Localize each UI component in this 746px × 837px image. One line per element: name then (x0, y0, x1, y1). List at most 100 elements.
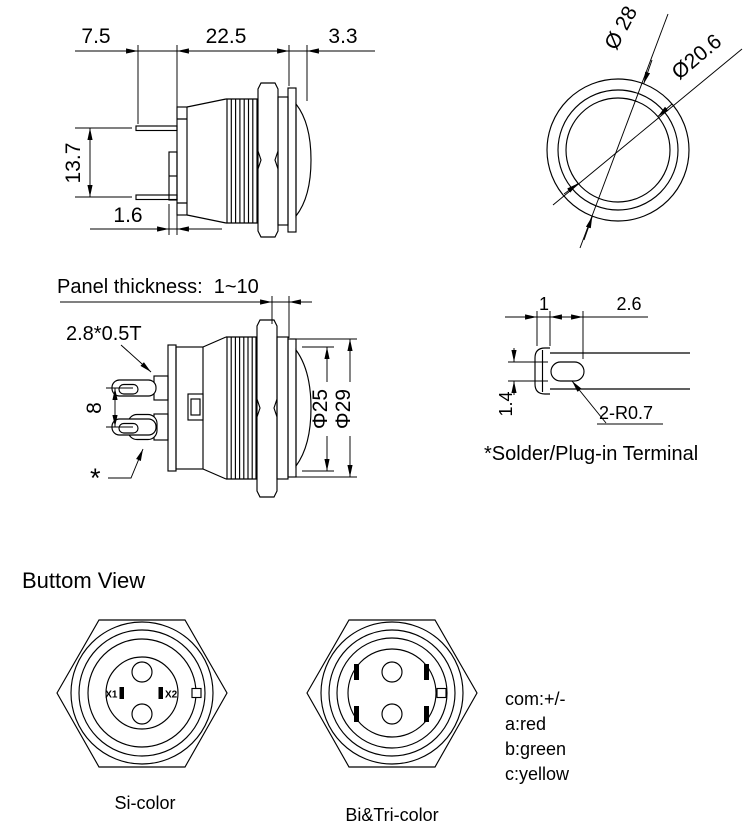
bi-key-notch (436, 687, 447, 699)
latch-outer (187, 393, 204, 421)
si-pin-top (131, 661, 153, 683)
dim-pin-spacing: 13.7 (62, 143, 85, 184)
terminal-blade-lines (550, 352, 690, 390)
dim-radius: 2-R0.7 (599, 403, 653, 423)
si-circle-4 (105, 656, 179, 730)
hex-nut-profile (257, 82, 279, 238)
dia-20-6-arrow-top (657, 103, 673, 117)
dim-lens-protrusion: 3.3 (328, 25, 357, 48)
solder-pin-top (135, 125, 178, 132)
bi-pin-bottom (381, 703, 403, 725)
extension-lines-top (137, 45, 308, 235)
bi-bar-bl (354, 706, 359, 722)
washer-2 (276, 336, 289, 480)
terminal-dim-top (505, 311, 648, 359)
flange-bezel-2 (287, 338, 297, 478)
si-color-view: X1 X2 Si-color (56, 619, 228, 813)
legend-com: com:+/- (505, 689, 566, 709)
bi-circle-1 (320, 621, 464, 765)
dim-step: 1.6 (113, 204, 142, 227)
dim-outer-diameter: Ø 28 (600, 2, 642, 53)
asterisk-mark: * (90, 463, 101, 493)
dim-terminal-size: 2.8*0.5T (66, 323, 142, 345)
terminal-caption: *Solder/Plug-in Terminal (484, 443, 698, 465)
pin-label-x1: X1 (105, 690, 118, 701)
dim-slot: 2.6 (616, 294, 641, 314)
dim-height: 1.4 (496, 391, 516, 416)
dim-flange-dia: Φ29 (332, 389, 355, 429)
terminal-leader (120, 344, 152, 373)
legend-c-yellow: c:yellow (505, 764, 570, 784)
terminal-tip-cap (534, 347, 550, 395)
si-bar-left (119, 687, 124, 699)
asterisk-leader (108, 448, 144, 479)
pin-label-x2: X2 (165, 690, 178, 701)
si-circle-3 (87, 638, 197, 748)
si-circle-1 (70, 621, 214, 765)
bi-circle-4 (347, 648, 437, 738)
dim-1-4-ext (508, 361, 548, 382)
bi-bar-tl (354, 664, 359, 680)
bi-circle-2 (328, 629, 456, 757)
si-bar-right (158, 687, 163, 699)
front-view: Ø 28 Ø20.6 (546, 2, 743, 249)
hex-body-bi (306, 619, 478, 768)
dim-terminal-pitch: 8 (83, 402, 106, 414)
dim-lens-dia: Φ25 (309, 389, 332, 429)
bi-tri-color-view: Bi&Tri-color (306, 619, 478, 825)
bi-circle-3 (336, 637, 448, 749)
bezel-outer-circle (546, 78, 690, 222)
bottom-view-heading: Buttom View (22, 568, 145, 593)
bi-pin-top (381, 661, 403, 683)
solder-pin-bottom (135, 194, 178, 201)
si-circle-2 (78, 629, 206, 757)
bottom-view-section: Buttom View X1 X2 Si-color (22, 568, 570, 825)
lens-dome-yellow (295, 348, 312, 468)
rear-housing (176, 106, 188, 216)
dia-28-arrow-bottom (583, 216, 593, 241)
thread-section-2 (226, 336, 257, 480)
body-cone-2 (202, 336, 227, 480)
panel-thickness-title: Panel thickness: 1~10 (57, 276, 259, 298)
dim-body-length: 22.5 (206, 25, 247, 48)
si-key-notch (191, 687, 202, 699)
bi-tri-color-label: Bi&Tri-color (345, 805, 438, 825)
side-view-green: 7.5 22.5 3.3 13.7 1.6 (62, 25, 375, 238)
lens-dome-green (295, 102, 312, 218)
rear-cap (167, 344, 177, 472)
legend-a-red: a:red (505, 714, 546, 734)
dia-line-20-6 (552, 48, 743, 206)
dia-extension-lines (290, 338, 357, 478)
bi-bar-br (424, 706, 429, 722)
si-pin-bottom (131, 703, 153, 725)
dim-tip: 1 (539, 294, 549, 314)
dia-28-arrow-top (643, 59, 653, 84)
terminal-detail-view: 1 2.6 1.4 2-R0.7 *Solder/Plug-in Termina… (484, 294, 698, 465)
panel-mount-side-view: Panel thickness: 1~10 2.8*0.5T 8 * (57, 276, 357, 498)
rear-housing-steps (177, 118, 187, 204)
dim-lens-diameter: Ø20.6 (668, 30, 727, 84)
bezel-inner-circle (557, 89, 679, 211)
wiring-legend: com:+/- a:red b:green c:yellow (505, 689, 570, 784)
legend-b-green: b:green (505, 739, 566, 759)
hex-body-si (56, 619, 228, 768)
washer (277, 96, 289, 226)
dim-line-1-6 (90, 204, 222, 235)
radius-leader (571, 380, 607, 424)
extension-lines-pins (75, 127, 132, 198)
pitch-extension-lines (106, 387, 133, 428)
terminal-slot-top (118, 383, 139, 395)
thread-section (226, 98, 258, 224)
hex-nut-profile-2 (256, 319, 278, 498)
body-cone (186, 98, 227, 224)
dia-20-6-arrow-bottom (563, 183, 579, 195)
lens-circle-green (565, 97, 671, 203)
dia-line-28 (579, 13, 669, 249)
si-color-label: Si-color (114, 793, 175, 813)
latch-inner (190, 398, 201, 416)
dim-lead-length: 7.5 (81, 25, 110, 48)
flange-bezel (287, 87, 297, 233)
terminal-slot-bottom (118, 422, 139, 434)
